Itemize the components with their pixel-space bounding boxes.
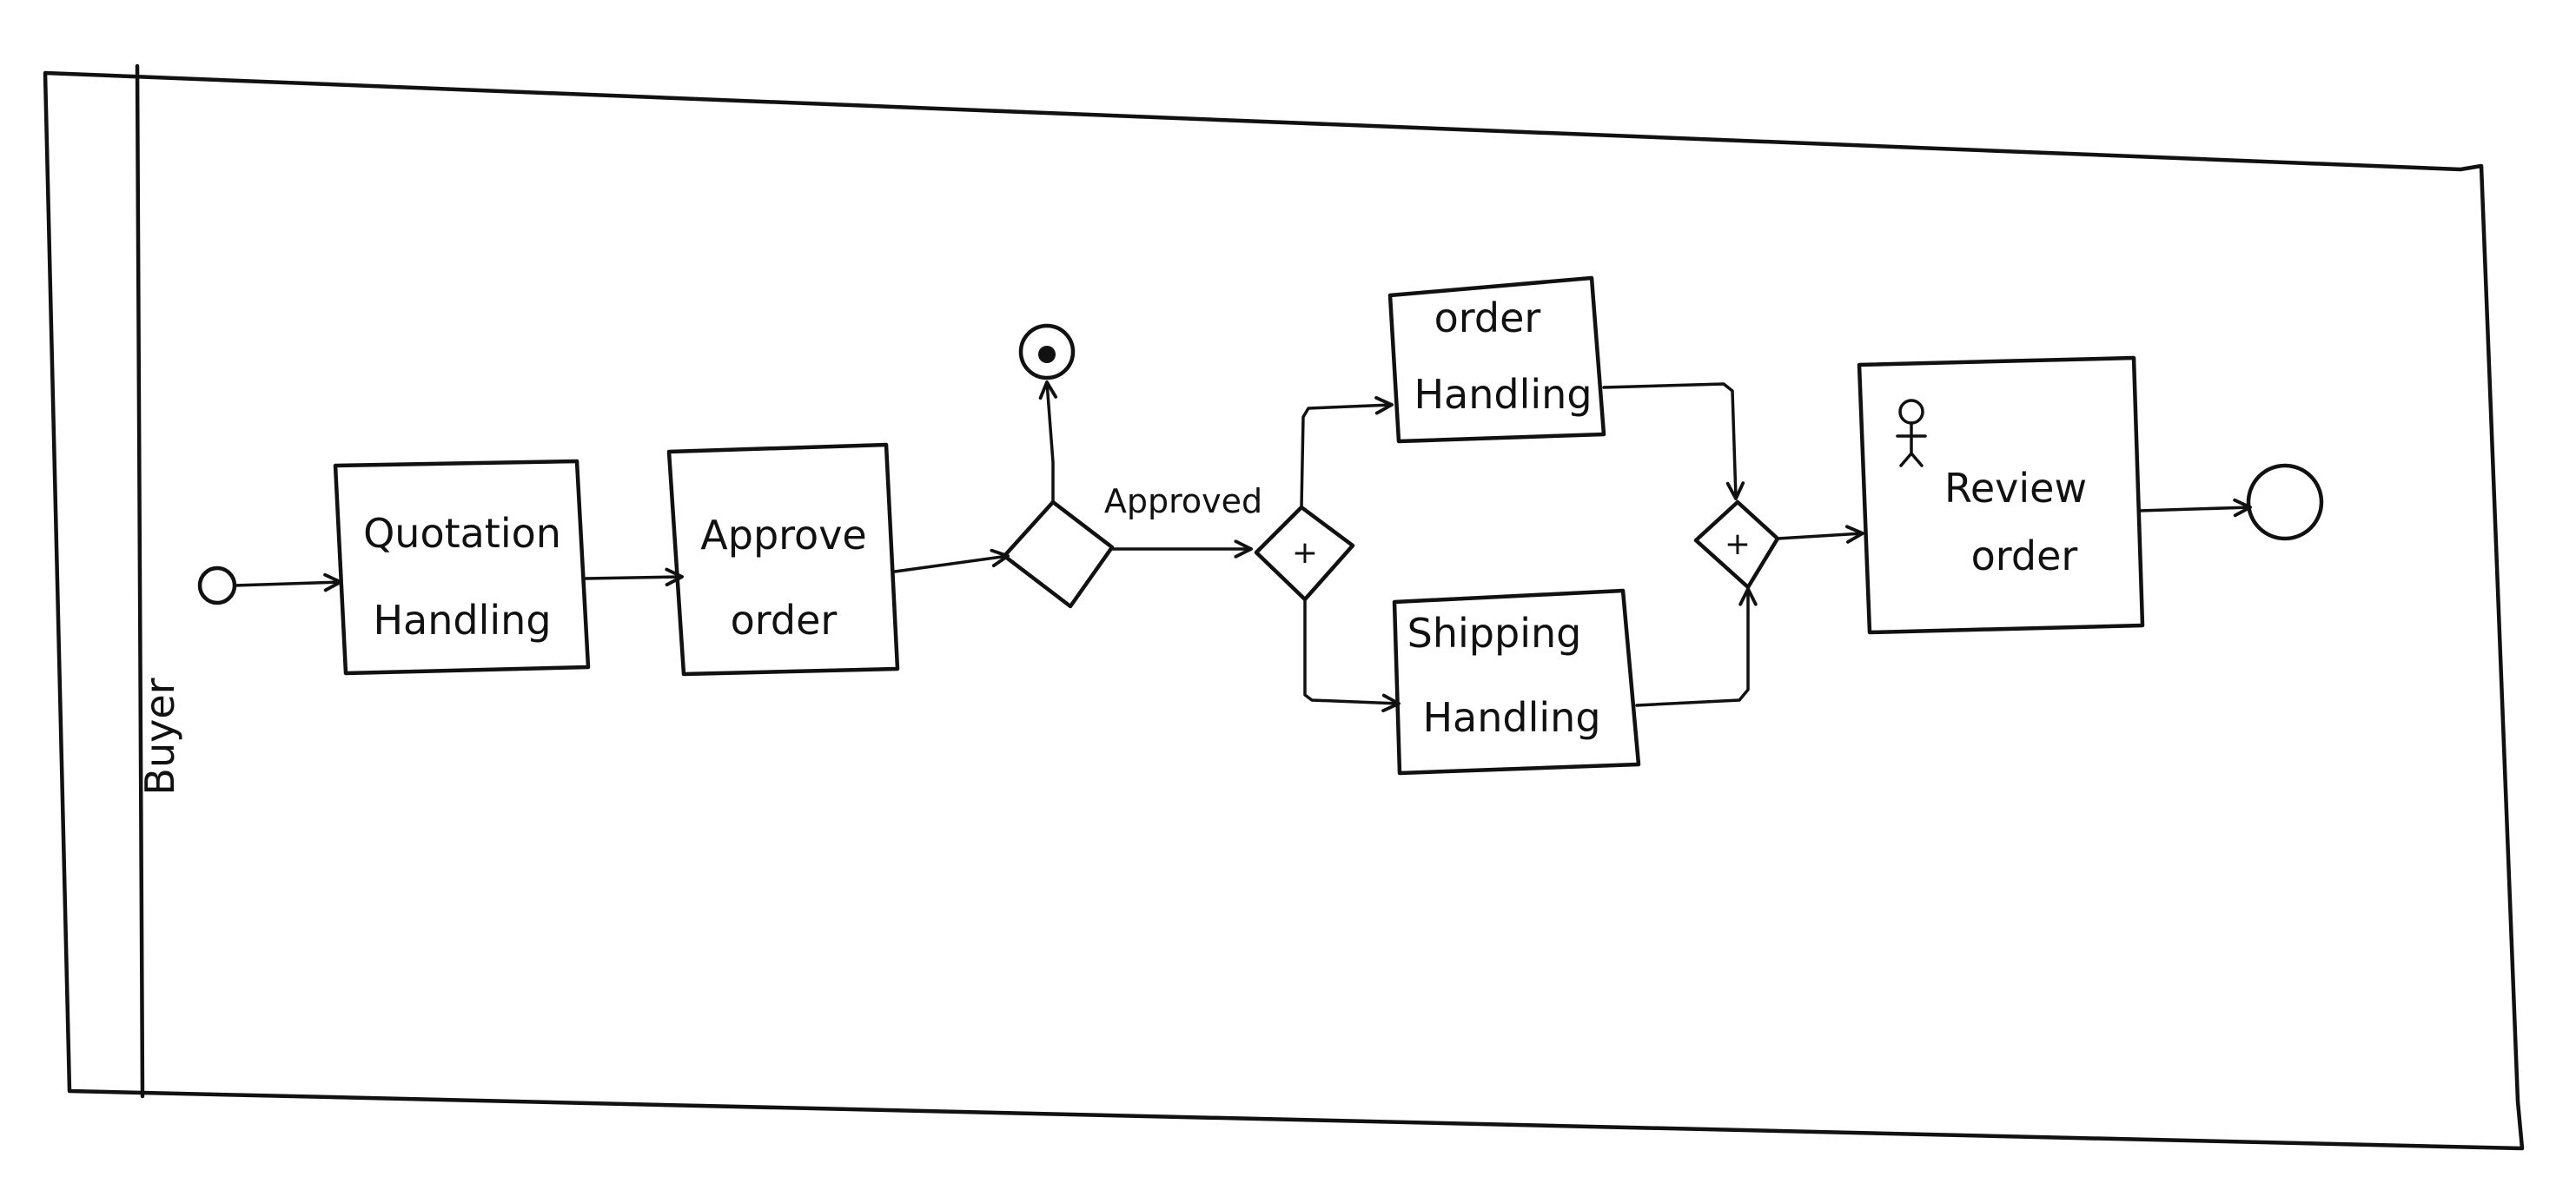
flow-review-to-end: [2137, 498, 2252, 518]
task-label: order: [1971, 532, 2078, 579]
task-label: Shipping: [1407, 610, 1582, 657]
task-label: Approve: [700, 512, 866, 559]
exclusive-gateway: [1002, 499, 1115, 609]
parallel-split-gateway: +: [1254, 505, 1355, 602]
parallel-join-gateway: +: [1693, 499, 1780, 590]
flow-quotation-to-approve: [584, 567, 684, 587]
task-review-order[interactable]: Review order: [1857, 355, 2145, 635]
flow-order-handling-to-join: [1602, 382, 1745, 500]
lane-label-buyer: Buyer: [136, 678, 183, 795]
end-event: [2246, 463, 2324, 541]
task-label: Handling: [373, 597, 551, 644]
flow-join-to-review: [1776, 525, 1864, 544]
task-label: Handling: [1414, 371, 1592, 418]
gateway-symbol: +: [1725, 526, 1751, 562]
task-order-handling[interactable]: order Handling: [1387, 275, 1606, 444]
event-dot: [1038, 346, 1056, 363]
user-icon: [1896, 399, 1927, 467]
task-label: order: [1434, 294, 1541, 341]
flow-label-approved: Approved: [1104, 482, 1262, 520]
task-label: Quotation: [363, 510, 561, 557]
task-shipping-handling[interactable]: Shipping Handling: [1392, 588, 1641, 776]
gateway-symbol: +: [1292, 535, 1318, 571]
task-label: order: [731, 597, 838, 644]
flow-shipping-handling-to-join: [1635, 587, 1758, 707]
task-label: Handling: [1422, 694, 1600, 741]
task-label: Review: [1944, 465, 2087, 512]
pool-border: [43, 70, 2525, 1151]
flow-split-to-shipping-handling: [1303, 598, 1401, 713]
start-event: [197, 565, 237, 605]
flow-split-to-order-handling: [1300, 396, 1394, 509]
flow-approve-to-gateway: [893, 548, 1010, 573]
task-approve-order[interactable]: Approve order: [666, 442, 900, 677]
task-quotation-handling[interactable]: Quotation Handling: [333, 459, 591, 676]
flow-gateway-to-event: [1038, 380, 1058, 504]
lane-divider: [135, 63, 145, 1099]
intermediate-event: [1018, 323, 1076, 380]
flow-start-to-quotation: [233, 572, 342, 592]
